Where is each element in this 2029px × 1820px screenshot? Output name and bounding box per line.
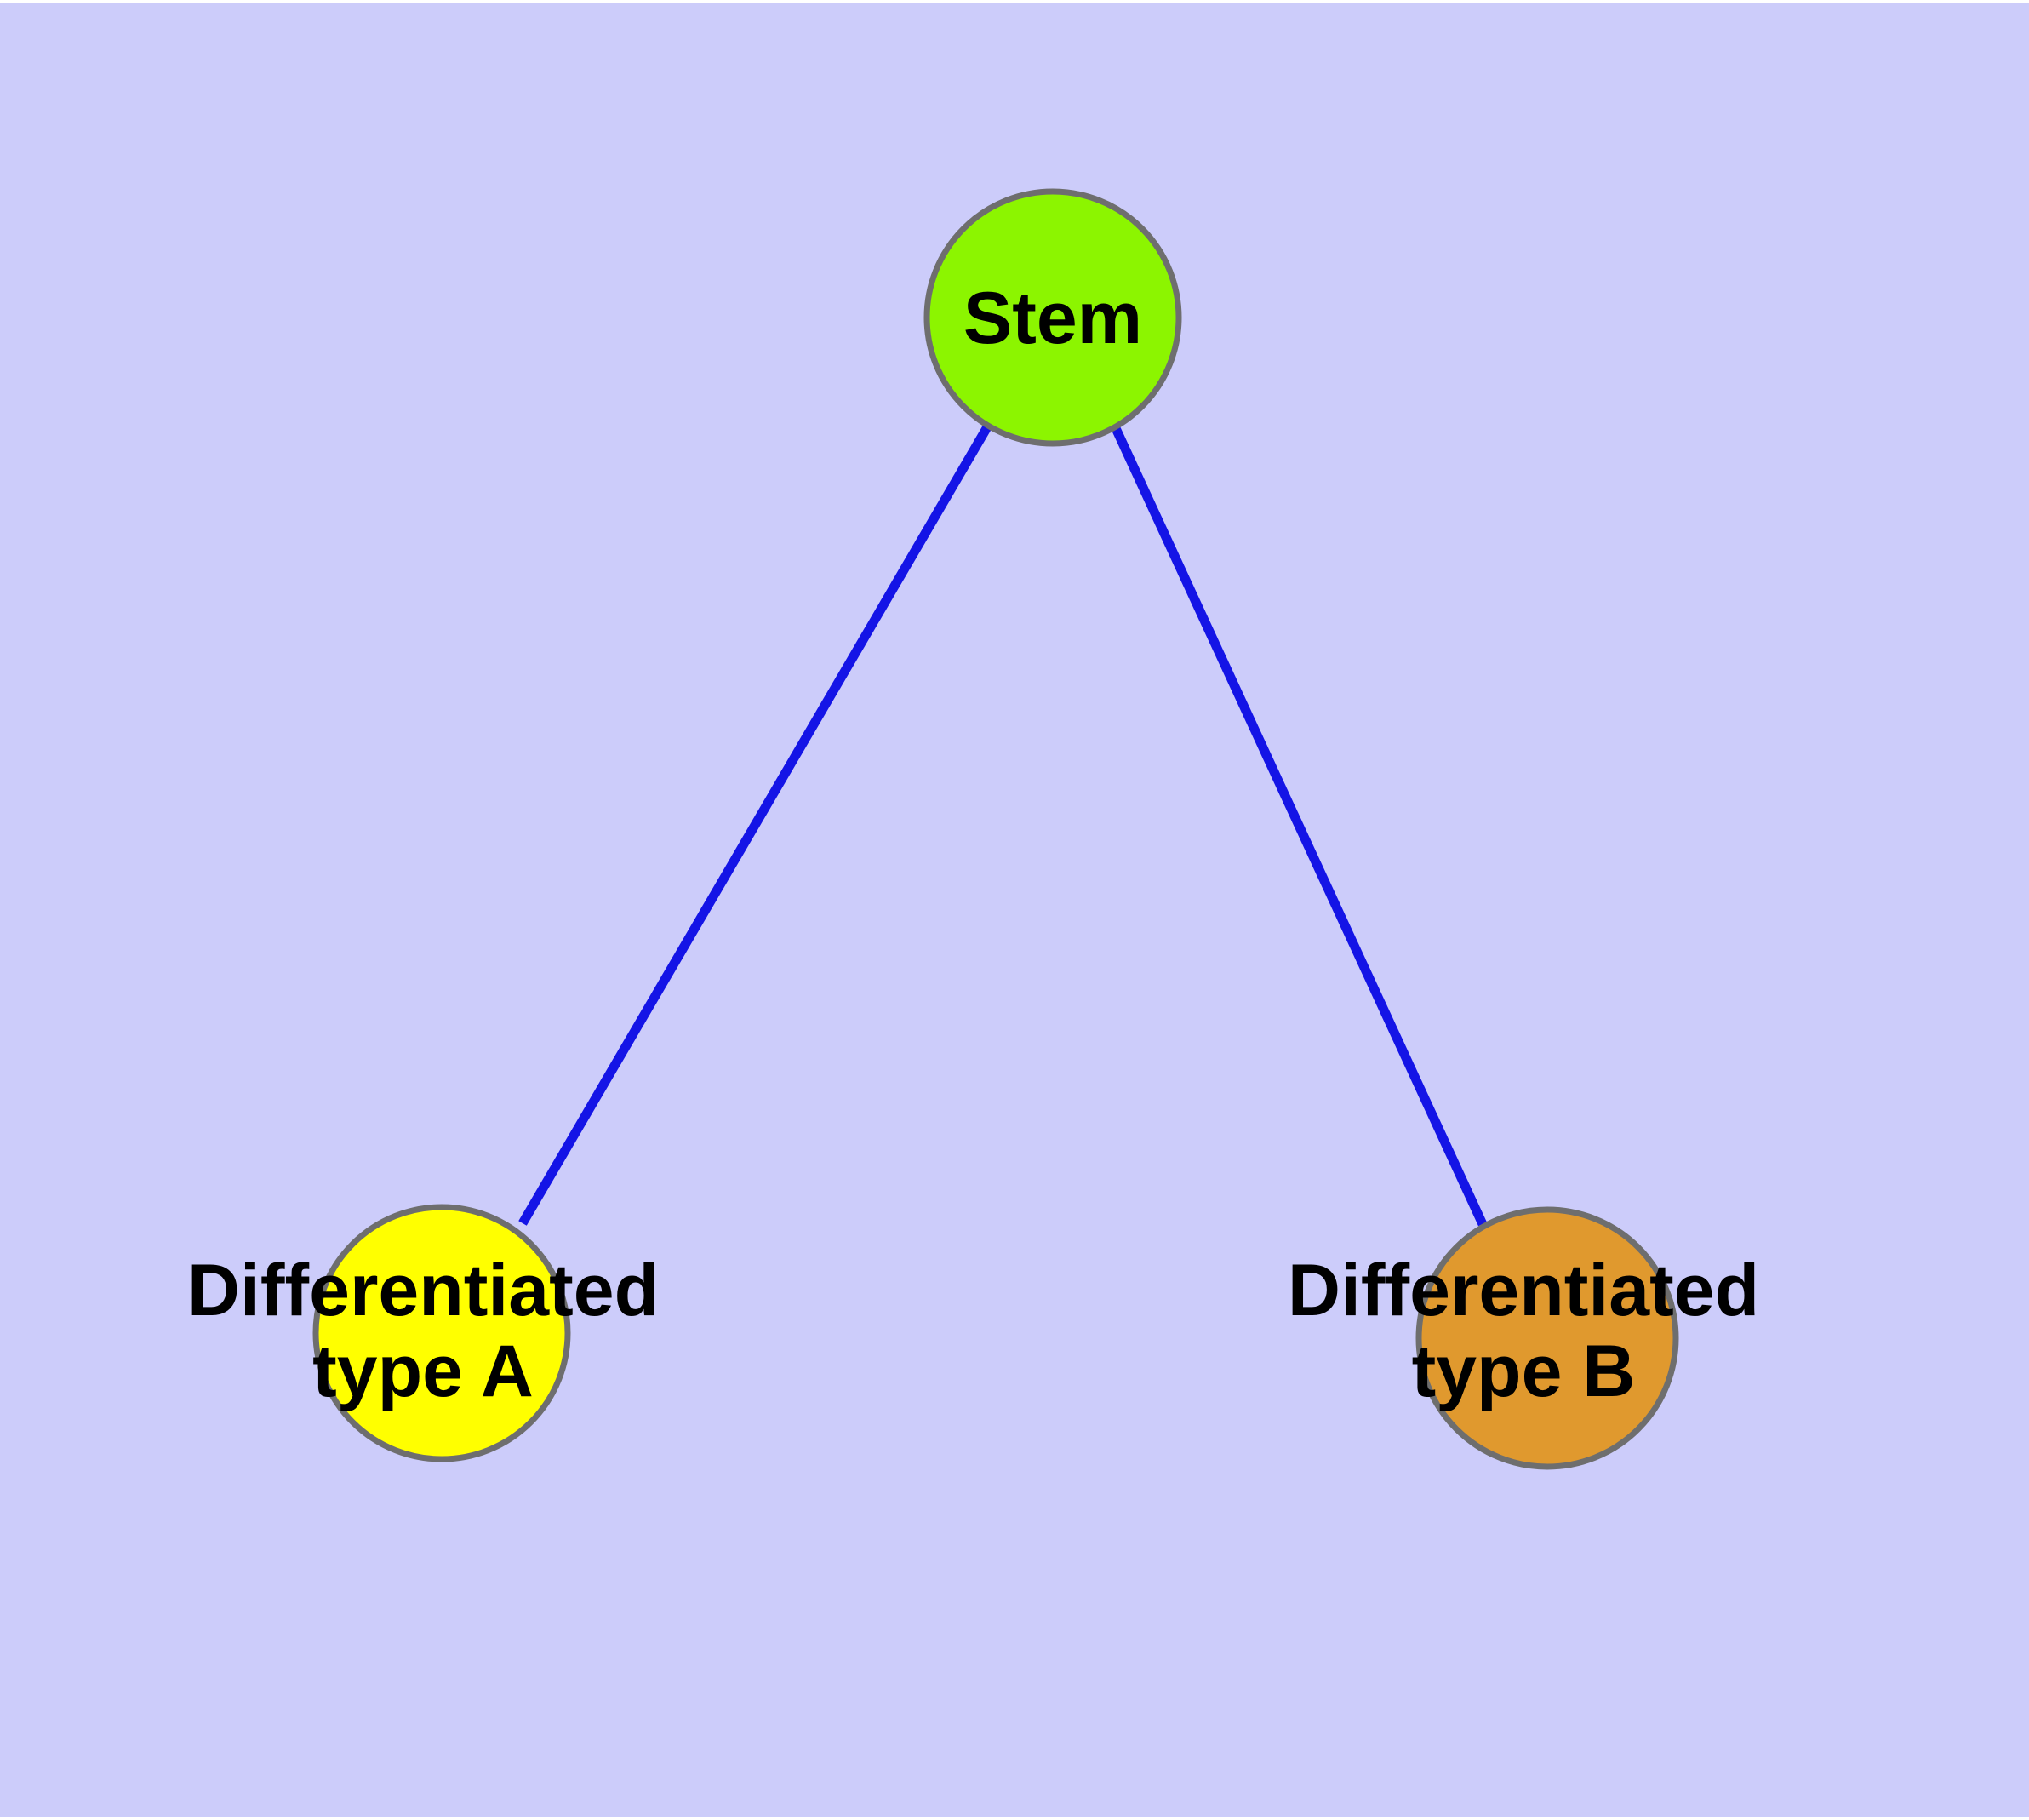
node-label-stem: Stem [963,278,1142,359]
edges-group [518,423,1487,1227]
node-diff_a[interactable] [312,1204,571,1462]
node-label-line: type A [312,1331,534,1412]
node-label-line: Stem [963,278,1142,359]
node-stem[interactable] [923,188,1182,447]
node-label-line: type B [1412,1331,1636,1412]
edge-stem-to-diff-a [518,423,992,1226]
nodes-group [312,188,1679,1470]
edge-stem-to-diff-b [1111,424,1487,1227]
node-label-line: Differentiated [1288,1250,1759,1331]
node-label-line: Differentiated [187,1250,659,1331]
node-diff_b[interactable] [1415,1206,1679,1470]
